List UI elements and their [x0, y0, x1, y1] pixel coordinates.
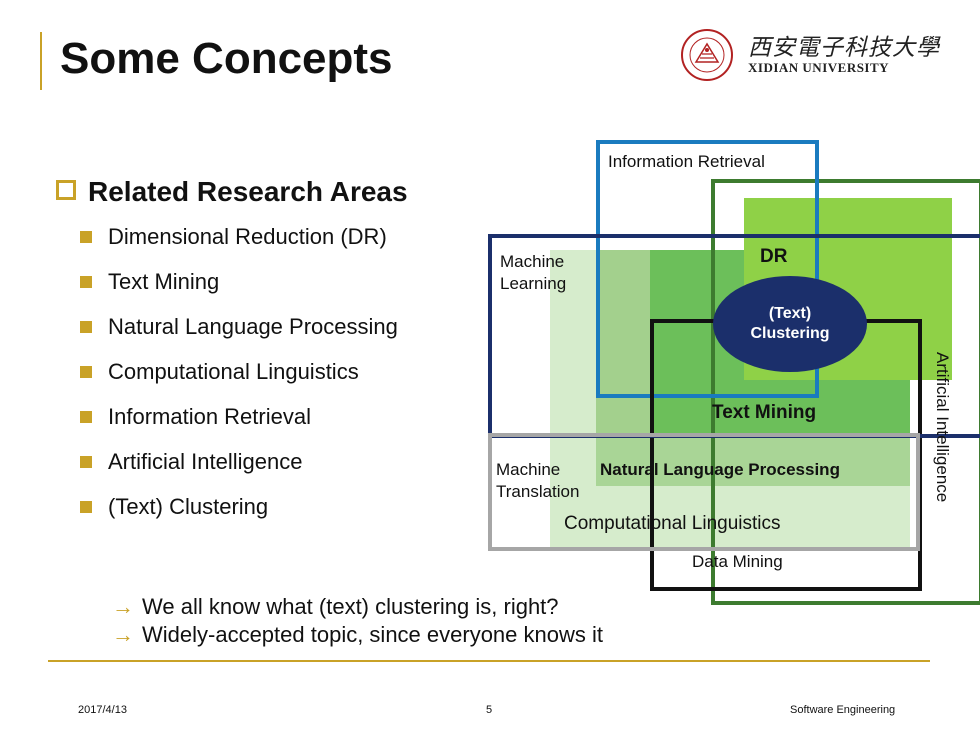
- data-mining-label: Data Mining: [692, 552, 783, 571]
- page-number: 5: [486, 704, 493, 716]
- square-bullet-icon: [80, 501, 92, 513]
- text-mining-label: Text Mining: [712, 402, 817, 423]
- sub-point: →Widely-accepted topic, since everyone k…: [112, 622, 603, 647]
- machine-translation-label-line1: Machine: [496, 460, 561, 479]
- square-bullet-icon: [80, 411, 92, 423]
- university-name-english: XIDIAN UNIVERSITY: [748, 60, 890, 75]
- square-bullet-icon: [80, 321, 92, 333]
- information-retrieval-label: Information Retrieval: [608, 152, 765, 171]
- bullet-item: (Text) Clustering: [80, 492, 398, 537]
- sub-point: →We all know what (text) clustering is, …: [112, 594, 559, 619]
- computational-linguistics-box: [488, 433, 920, 551]
- dr-label: DR: [760, 246, 788, 267]
- arrow-right-icon: →: [112, 594, 134, 619]
- machine-learning-label-line1: Machine: [500, 252, 565, 271]
- section-heading: Related Research Areas: [88, 176, 408, 207]
- footer-date: 2017/4/13: [78, 704, 127, 716]
- bullet-item: Text Mining: [80, 267, 398, 312]
- title-accent-bar: [40, 32, 42, 90]
- computational-linguistics-label: Computational Linguistics: [564, 513, 781, 534]
- bullet-item: Information Retrieval: [80, 402, 398, 447]
- bullet-list: Dimensional Reduction (DR) Text Mining N…: [80, 222, 398, 537]
- square-bullet-icon: [80, 276, 92, 288]
- university-seal-logo: [681, 29, 733, 81]
- slide-title: Some Concepts: [60, 34, 393, 83]
- text-clustering-ellipse: (Text) Clustering: [713, 276, 867, 372]
- square-bullet-icon: [80, 231, 92, 243]
- bullet-item: Computational Linguistics: [80, 357, 398, 402]
- section-bullet-icon: [56, 180, 76, 200]
- footer-course: Software Engineering: [790, 704, 896, 716]
- research-areas-diagram: Information Retrieval Machine Learning D…: [480, 140, 980, 605]
- university-name-chinese: 西安電子科技大學: [748, 35, 940, 61]
- machine-translation-label-line2: Translation: [496, 482, 580, 501]
- bullet-item: Artificial Intelligence: [80, 447, 398, 492]
- nlp-fill: [596, 434, 910, 486]
- machine-learning-label-line2: Learning: [500, 274, 567, 293]
- nlp-label: Natural Language Processing: [600, 460, 840, 479]
- sub-points: →We all know what (text) clustering is, …: [112, 593, 603, 649]
- square-bullet-icon: [80, 456, 92, 468]
- arrow-right-icon: →: [112, 622, 134, 647]
- bullet-item: Natural Language Processing: [80, 312, 398, 357]
- information-retrieval-box: [596, 140, 819, 398]
- artificial-intelligence-label: Artificial Intelligence: [933, 352, 952, 503]
- square-bullet-icon: [80, 366, 92, 378]
- footer-divider: [48, 660, 930, 662]
- bullet-item: Dimensional Reduction (DR): [80, 222, 398, 267]
